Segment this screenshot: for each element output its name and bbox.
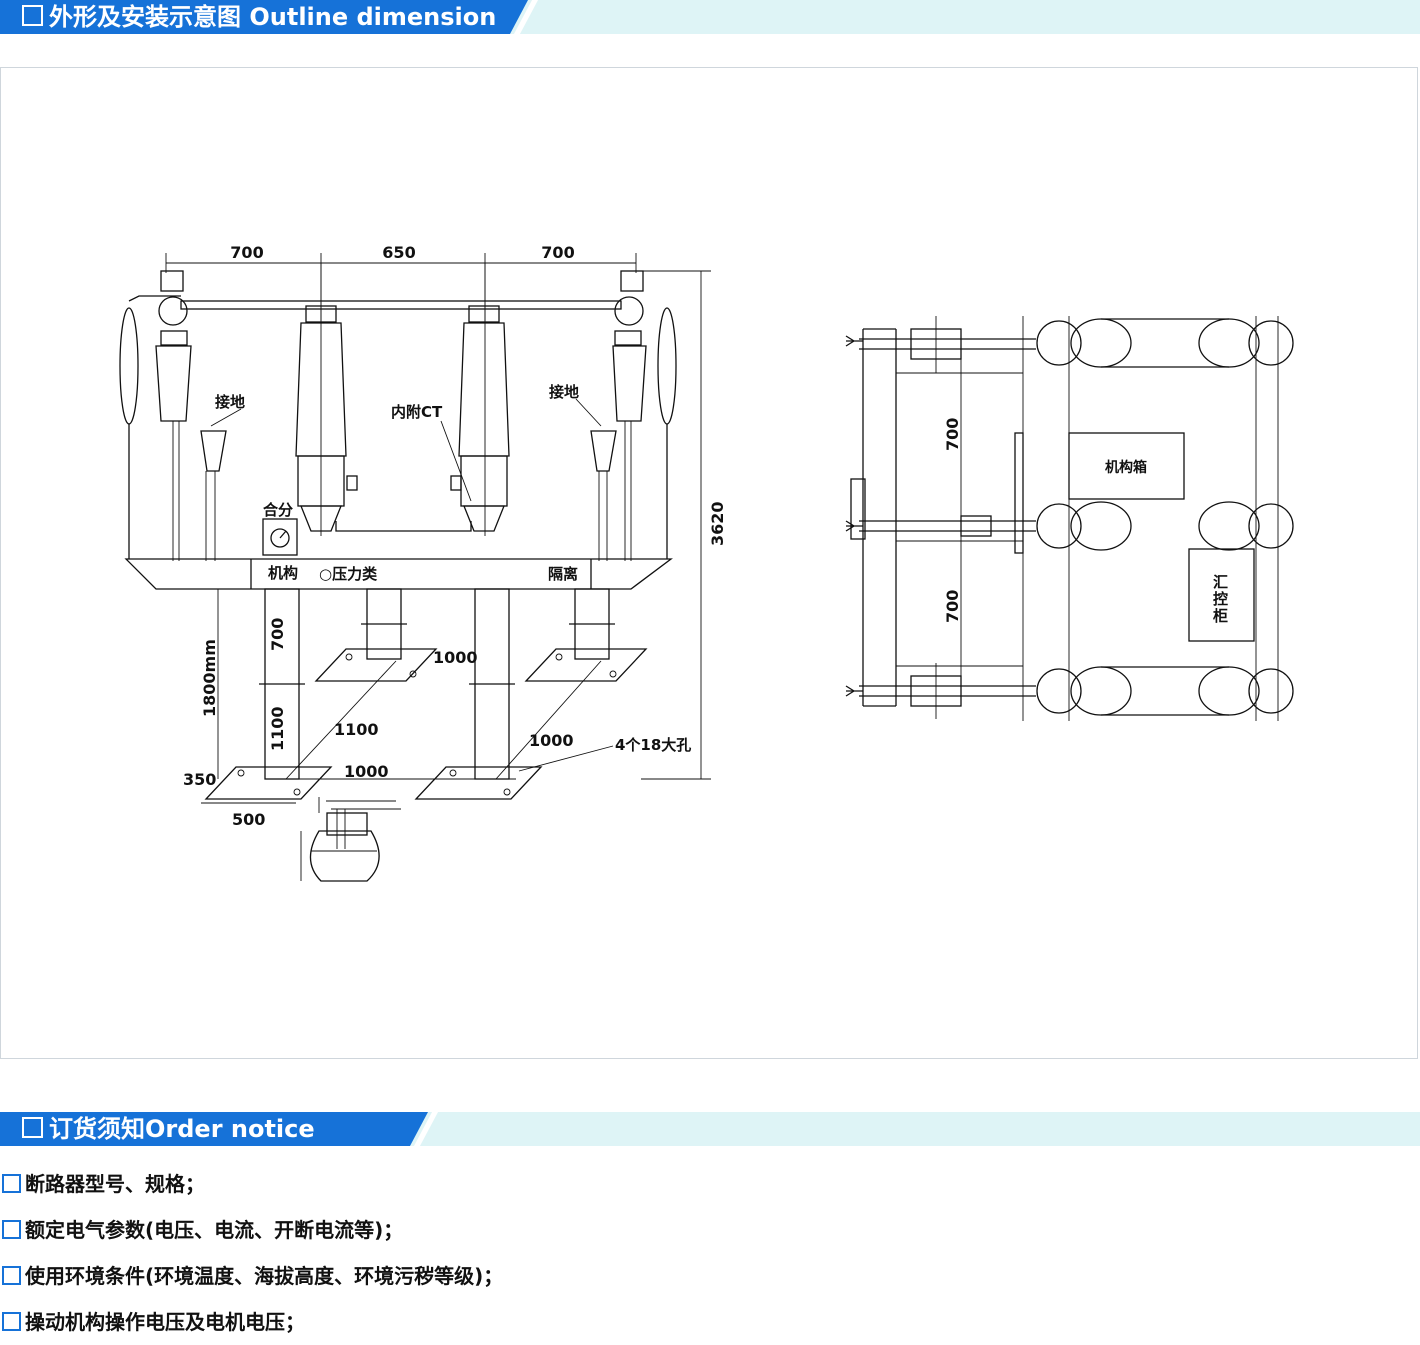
- label-holes: 4个18大孔: [615, 736, 691, 754]
- phase-row-bottom: [845, 663, 1294, 719]
- order-notice-item: 断路器型号、规格；: [0, 1170, 205, 1198]
- label-close-open: 合分: [262, 501, 293, 519]
- dim-base-1000-c: 1000: [344, 762, 389, 781]
- section-header-outline: 外形及安装示意图 Outline dimension: [0, 0, 1420, 34]
- order-notice-item: 额定电气参数(电压、电流、开断电流等)；: [0, 1216, 403, 1244]
- header-band: [0, 1112, 428, 1146]
- outline-drawing: 700 650 700 接地 接地: [119, 243, 1294, 882]
- label-internal-ct: 内附CT: [391, 403, 443, 421]
- label-mechanism: 机构: [268, 564, 298, 582]
- section-header-order: 订货须知Order notice: [0, 1112, 1420, 1146]
- order-notice-item: 操动机构操作电压及电机电压；: [0, 1308, 305, 1336]
- bullet-square-icon: [2, 1266, 21, 1285]
- foundation-detail: [300, 797, 401, 882]
- label-ground-left: 接地: [215, 393, 245, 411]
- section-title-order: 订货须知Order notice: [22, 1113, 315, 1145]
- bullet-square-icon: [2, 1220, 21, 1239]
- checkbox-square-icon: [22, 5, 43, 26]
- dim-base-1100: 1100: [334, 720, 379, 739]
- label-isolation: 隔离: [548, 565, 578, 583]
- dim-pitch-upper: 700: [943, 418, 962, 451]
- label-busbar-2: 控: [1213, 590, 1228, 608]
- dim-pitch-lower: 700: [943, 590, 962, 623]
- label-pressure-gauge: ○压力类: [319, 565, 378, 583]
- order-notice-item: 使用环境条件(环境温度、海拔高度、环境污秽等级)；: [0, 1262, 503, 1290]
- dim-base-1000-b: 1000: [529, 731, 574, 750]
- dim-base-1000-a: 1000: [433, 648, 478, 667]
- dim-leg-upper: 700: [268, 618, 287, 651]
- checkbox-square-icon: [22, 1117, 43, 1138]
- label-busbar-1: 汇: [1213, 573, 1228, 591]
- dim-top-left: 700: [230, 243, 263, 262]
- header-band: [0, 0, 528, 34]
- phase-row-top: [845, 316, 1294, 373]
- drawing-frame: 700 650 700 接地 接地: [0, 67, 1418, 1059]
- plan-view: 700 700 机构箱 汇 控 柜: [845, 316, 1294, 721]
- bullet-square-icon: [2, 1312, 21, 1331]
- dim-support-height: 1800mm: [200, 639, 219, 717]
- label-ground-right: 接地: [549, 383, 579, 401]
- dim-height-total: 3620: [708, 501, 727, 546]
- section-title-outline: 外形及安装示意图 Outline dimension: [22, 1, 496, 33]
- dim-base-350: 350: [183, 770, 216, 789]
- phase-row-middle: [845, 501, 1294, 551]
- side-view: 700 650 700 接地 接地: [119, 243, 727, 882]
- dim-base-500: 500: [232, 810, 265, 829]
- dim-top-right: 700: [541, 243, 574, 262]
- bullet-square-icon: [2, 1174, 21, 1193]
- dim-top-mid: 650: [382, 243, 415, 262]
- label-busbar-3: 柜: [1212, 607, 1228, 625]
- label-mechanism-box: 机构箱: [1105, 459, 1147, 476]
- dim-leg-lower: 1100: [268, 706, 287, 751]
